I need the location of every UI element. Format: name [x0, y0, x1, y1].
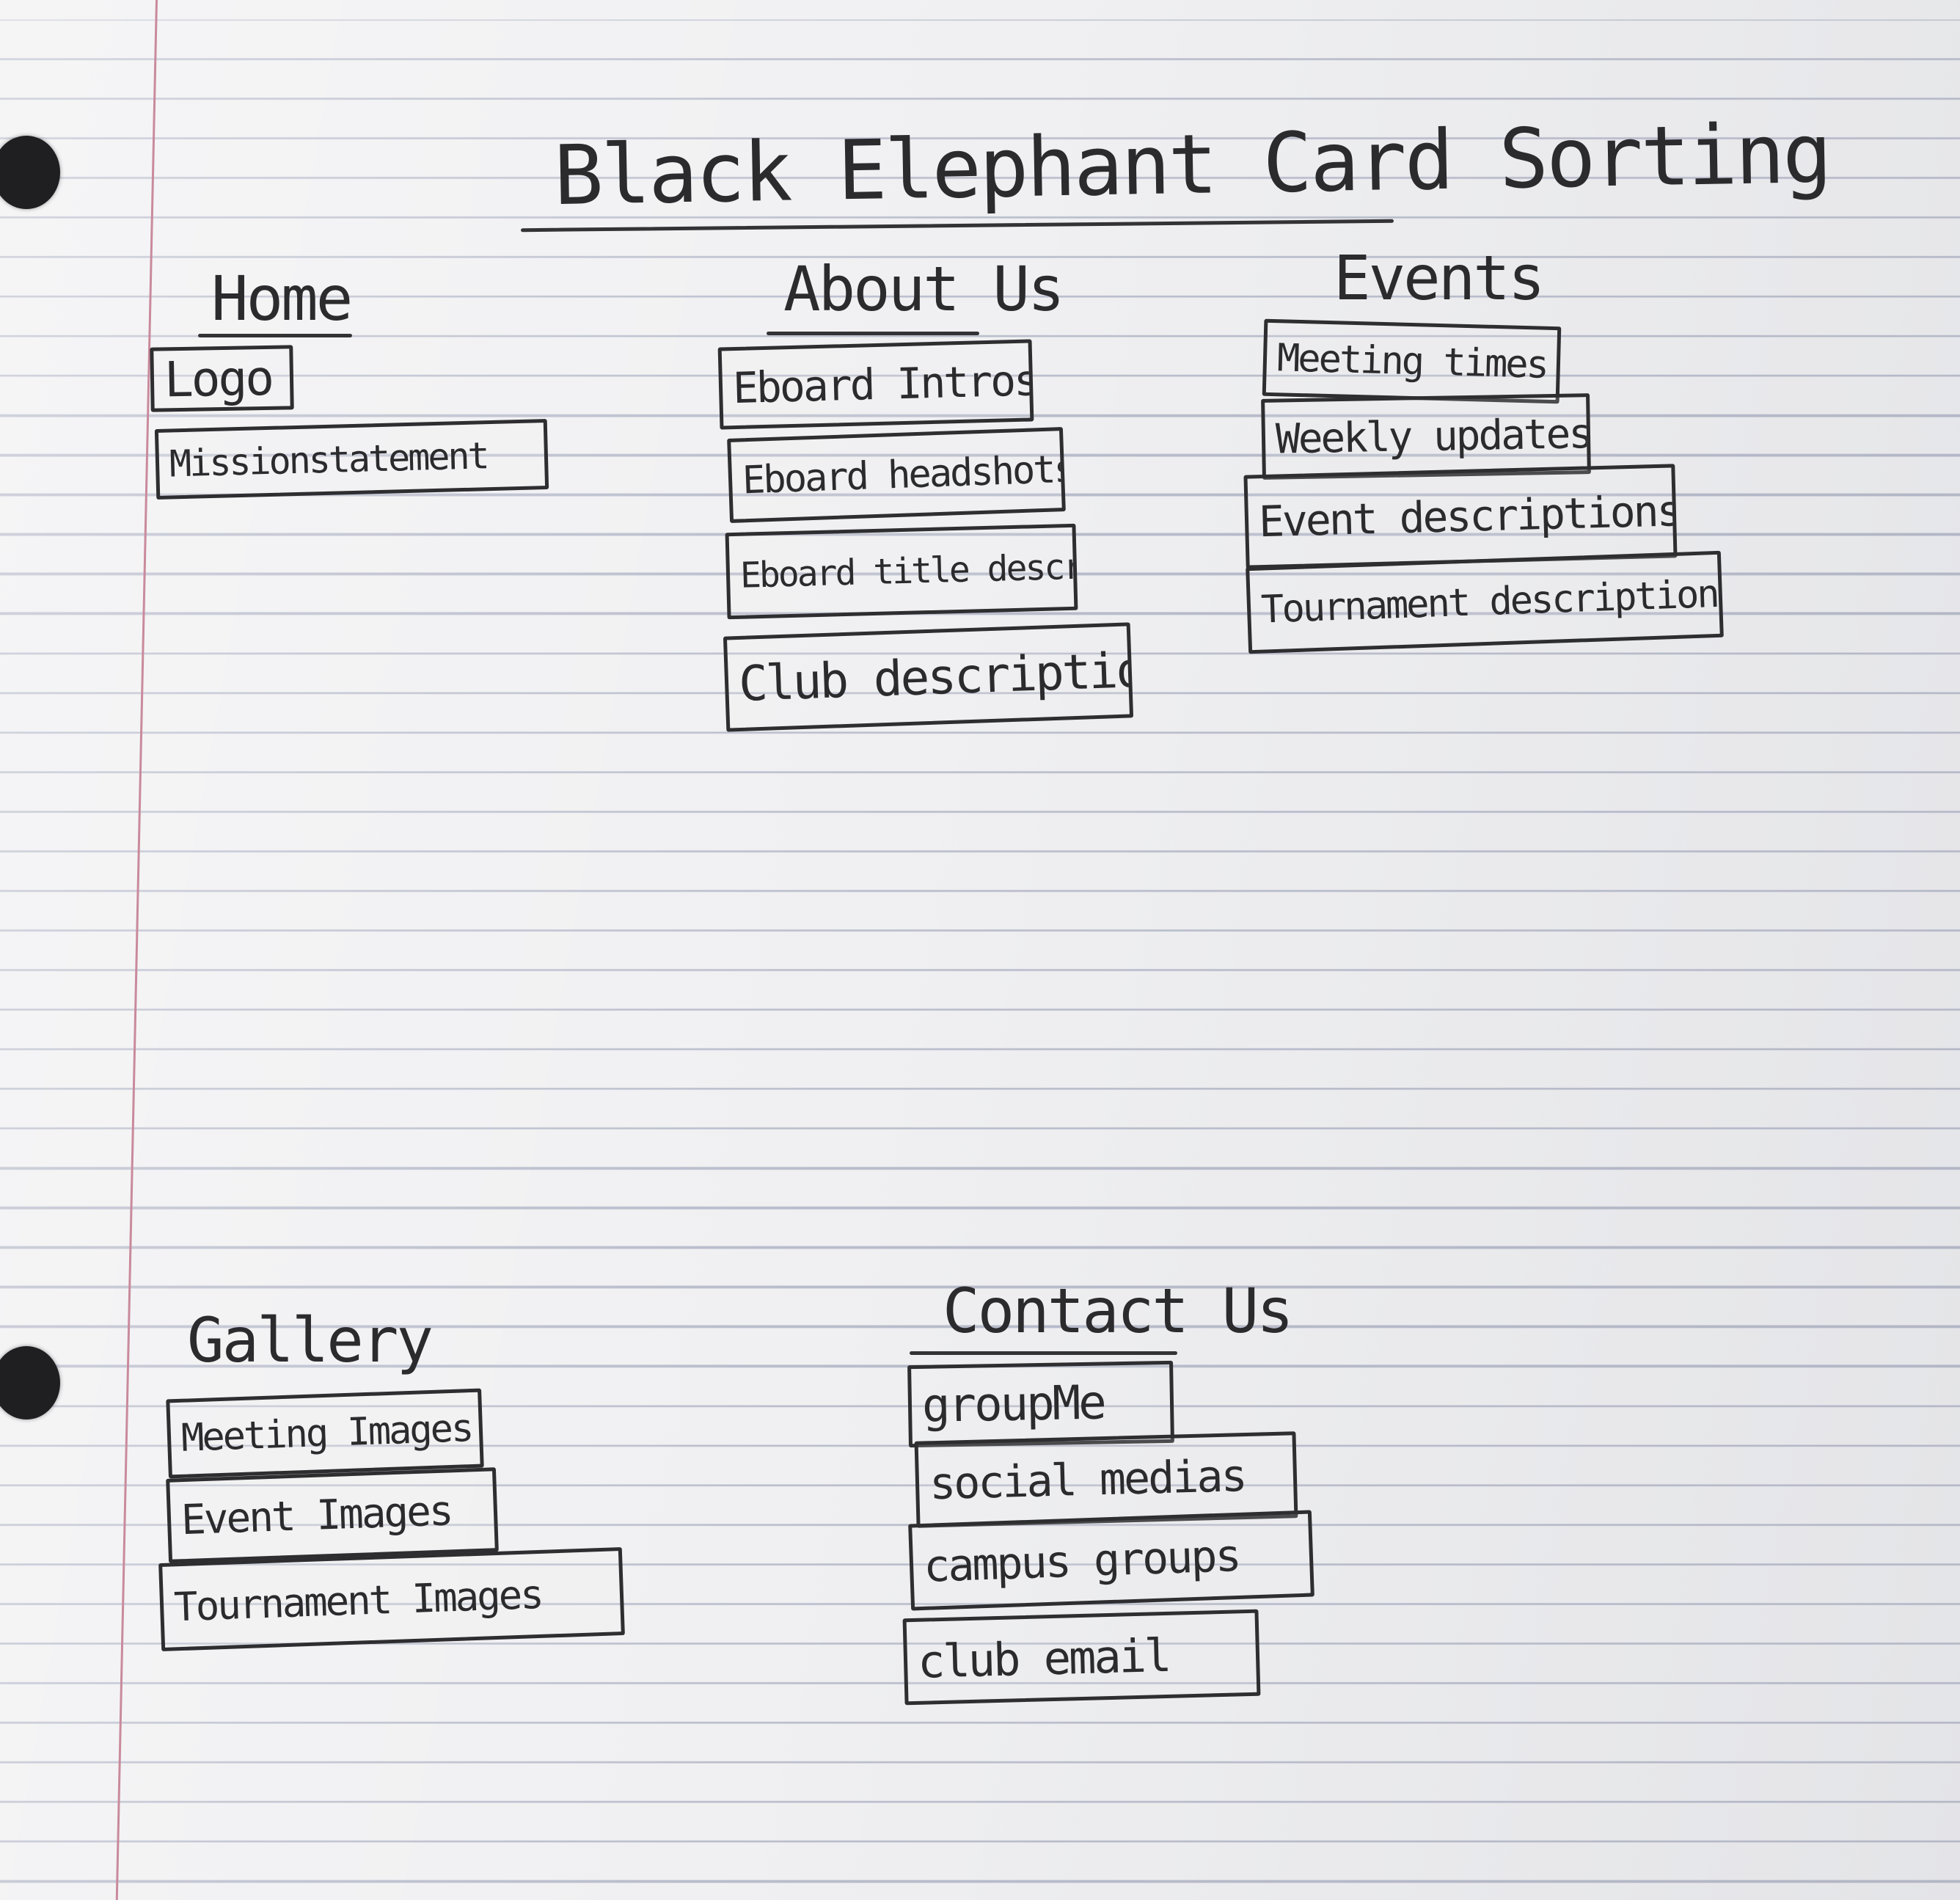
card-gallery-3[interactable]: Tournament Images	[158, 1547, 625, 1651]
heading-about-us: About Us	[783, 253, 1065, 325]
card-about-us-2[interactable]: Eboard headshots	[727, 427, 1066, 523]
heading-underline-contact-us	[910, 1351, 1177, 1355]
card-home-2[interactable]: Missionstatement	[154, 419, 549, 500]
card-contact-us-3[interactable]: campus groups	[908, 1510, 1314, 1611]
heading-home: Home	[211, 263, 353, 335]
heading-events: Events	[1334, 242, 1545, 314]
card-about-us-3[interactable]: Eboard title descrip.	[725, 523, 1078, 620]
heading-gallery: Gallery	[187, 1304, 434, 1376]
punch-hole-top	[0, 136, 60, 209]
card-home-1[interactable]: Logo	[150, 345, 294, 412]
card-gallery-2[interactable]: Event Images	[166, 1467, 499, 1563]
card-events-4[interactable]: Tournament descriptions	[1246, 550, 1724, 654]
card-events-1[interactable]: Meeting times	[1262, 318, 1562, 404]
card-about-us-4[interactable]: Club description	[723, 622, 1134, 732]
heading-underline-home	[198, 334, 352, 337]
heading-contact-us: Contact Us	[943, 1275, 1294, 1347]
card-gallery-1[interactable]: Meeting Images	[166, 1388, 484, 1479]
punch-hole-bottom	[0, 1346, 60, 1419]
card-about-us-1[interactable]: Eboard Intros	[717, 339, 1034, 430]
card-contact-us-4[interactable]: club email	[902, 1609, 1261, 1706]
card-contact-us-1[interactable]: groupMe	[907, 1360, 1174, 1448]
card-events-3[interactable]: Event descriptions	[1243, 464, 1678, 569]
heading-underline-about-us	[767, 332, 979, 335]
